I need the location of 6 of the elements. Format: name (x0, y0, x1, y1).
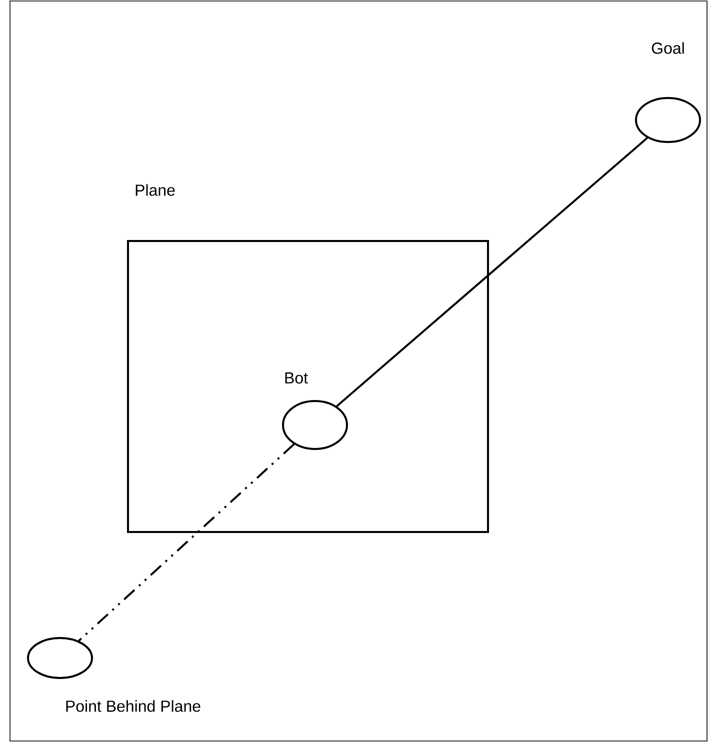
connector-line (336, 137, 648, 407)
connector-line (78, 444, 295, 642)
node-label: Goal (652, 42, 684, 54)
node-label: Plane (136, 184, 175, 196)
node-label: Bot (285, 372, 308, 384)
node-label: Point Behind Plane (66, 700, 200, 712)
